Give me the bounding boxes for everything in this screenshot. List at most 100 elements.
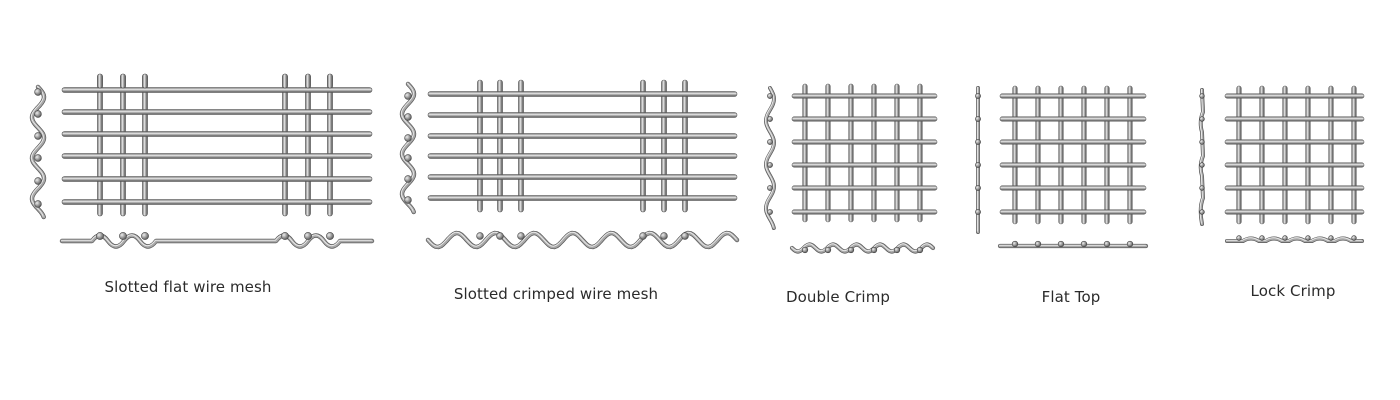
wire-cross-section: [119, 232, 127, 240]
horizontal-wire: [999, 93, 1147, 99]
vertical-wire: [497, 79, 503, 213]
vertical-wire: [1127, 85, 1133, 225]
horizontal-wire: [999, 185, 1147, 191]
wire-cross-section: [404, 154, 412, 162]
caption-double-crimp: Double Crimp: [785, 288, 891, 306]
wire-cross-section: [975, 162, 981, 168]
wire-cross-section: [767, 162, 773, 168]
wire-cross-section: [870, 246, 878, 254]
wire-cross-section: [404, 92, 412, 100]
vertical-wire: [871, 83, 877, 223]
wire-cross-section: [517, 232, 525, 240]
wire-cross-section: [1199, 116, 1205, 122]
horizontal-wire: [999, 162, 1147, 168]
wire-cross-section: [824, 246, 832, 254]
horizontal-wire: [791, 162, 938, 168]
horizontal-wire: [1224, 116, 1365, 122]
side-profile-wire-highlight: [400, 82, 414, 212]
vertical-wire: [327, 73, 333, 217]
horizontal-wire: [999, 116, 1147, 122]
horizontal-wire: [427, 153, 738, 159]
horizontal-wire: [999, 209, 1147, 215]
vertical-wire: [518, 79, 524, 213]
horizontal-wire: [427, 174, 738, 180]
wire-cross-section: [34, 200, 42, 208]
vertical-wire: [1081, 85, 1087, 225]
horizontal-wire: [61, 153, 373, 159]
horizontal-wire: [427, 133, 738, 139]
wire-cross-section: [1126, 240, 1134, 248]
side-profile-wire-highlight: [30, 85, 44, 217]
caption-lock-crimp: Lock Crimp: [1250, 282, 1336, 300]
wire-cross-section: [1259, 235, 1265, 241]
horizontal-wire: [61, 199, 373, 205]
wire-cross-section: [767, 139, 773, 145]
wire-cross-section: [1057, 240, 1065, 248]
wire-cross-section: [975, 93, 981, 99]
caption-slotted-crimped-wire-mesh: Slotted crimped wire mesh: [453, 285, 659, 303]
vertical-wire: [682, 79, 688, 213]
wire-cross-section: [34, 88, 42, 96]
horizontal-wire: [791, 93, 938, 99]
vertical-wire: [305, 73, 311, 89]
vertical-wire: [1259, 85, 1265, 225]
vertical-wire: [305, 73, 311, 217]
wire-cross-section: [1080, 240, 1088, 248]
vertical-wire: [1035, 85, 1041, 225]
wire-cross-section: [893, 246, 901, 254]
wire-cross-section: [1236, 235, 1242, 241]
wire-cross-section: [847, 246, 855, 254]
horizontal-wire: [61, 176, 373, 182]
wire-cross-section: [304, 232, 312, 240]
caption-slotted-flat-wire-mesh: Slotted flat wire mesh: [104, 278, 272, 296]
vertical-wire: [97, 73, 103, 89]
wire-cross-section: [1199, 209, 1205, 215]
horizontal-wire: [791, 116, 938, 122]
vertical-wire: [282, 73, 288, 89]
wire-cross-section: [1282, 235, 1288, 241]
figure-lock-crimp: [1198, 85, 1365, 243]
figure-double-crimp: [764, 83, 938, 254]
vertical-wire: [142, 73, 148, 217]
wire-cross-section: [660, 232, 668, 240]
horizontal-wire: [1224, 93, 1365, 99]
wire-cross-section: [767, 116, 773, 122]
wire-cross-section: [141, 232, 149, 240]
vertical-wire: [120, 73, 126, 217]
wire-cross-section: [1103, 240, 1111, 248]
vertical-wire: [477, 79, 483, 213]
horizontal-wire: [61, 109, 373, 115]
side-profile-wire: [764, 86, 776, 230]
vertical-wire: [825, 83, 831, 223]
vertical-wire: [282, 73, 288, 217]
horizontal-wire: [999, 139, 1147, 145]
wire-cross-section: [34, 177, 42, 185]
wire-cross-section: [1199, 162, 1205, 168]
wire-cross-section: [975, 139, 981, 145]
wire-cross-section: [476, 232, 484, 240]
vertical-wire: [1012, 85, 1018, 225]
wire-cross-section: [639, 232, 647, 240]
vertical-wire: [142, 73, 148, 89]
wire-cross-section: [326, 232, 334, 240]
wire-cross-section: [975, 209, 981, 215]
wire-cross-section: [281, 232, 289, 240]
bottom-profile-wire-highlight: [60, 234, 372, 247]
wire-cross-section: [1199, 185, 1205, 191]
side-profile-wire-highlight: [764, 86, 774, 228]
bottom-profile-wire-highlight: [1225, 237, 1362, 241]
wire-cross-section: [681, 232, 689, 240]
vertical-wire: [1236, 85, 1242, 225]
wire-cross-section: [1199, 139, 1205, 145]
figure-flat-top: [975, 85, 1149, 249]
vertical-wire: [1305, 85, 1311, 225]
side-profile-wire: [30, 85, 46, 219]
horizontal-wire: [791, 209, 938, 215]
vertical-wire: [327, 73, 333, 89]
wire-cross-section: [801, 246, 809, 254]
side-profile-wire: [400, 82, 416, 214]
bottom-profile-wire-highlight: [790, 243, 933, 252]
wire-cross-section: [767, 93, 773, 99]
